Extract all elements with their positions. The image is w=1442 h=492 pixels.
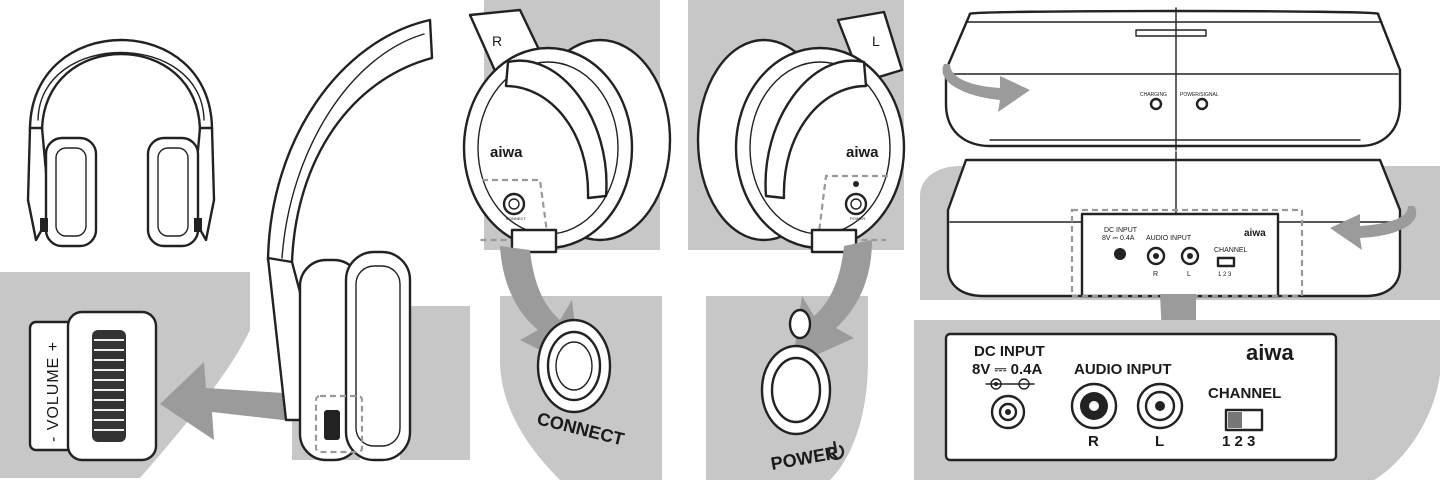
right-side-letter: R — [492, 33, 502, 49]
headphones-side-view — [266, 18, 470, 462]
rotate-arrow-icon — [942, 64, 1030, 112]
closeup-audio-input-label: AUDIO INPUT — [1074, 361, 1172, 378]
back-jack-l: L — [1187, 271, 1191, 278]
power-small-label: POWER — [850, 216, 865, 221]
volume-label: - VOLUME + — [45, 341, 62, 442]
power-symbol-icon — [827, 440, 845, 461]
left-side-letter: L — [872, 33, 880, 49]
closeup-brand-logo: aiwa — [1246, 340, 1294, 365]
brand-logo-power: aiwa — [846, 144, 879, 161]
connect-small-label: CONNECT — [506, 216, 526, 221]
back-jack-r: R — [1153, 271, 1158, 278]
power-panel: L aiwa POWER POWER — [688, 0, 906, 480]
volume-closeup-panel: - VOLUME + — [0, 272, 300, 478]
closeup-channel-numbers: 1 2 3 — [1222, 433, 1255, 450]
back-dc-input-label: DC INPUT — [1104, 227, 1138, 234]
base-back-view: DC INPUT 8V ⎓ 0.4A AUDIO INPUT R L CHANN… — [920, 151, 1440, 372]
base-front-view: CHARGING POWER/SIGNAL — [942, 7, 1402, 151]
power-signal-label: POWER/SIGNAL — [1180, 92, 1219, 98]
connect-panel: R aiwa CONNECT CONNECT — [462, 0, 672, 480]
headphones-front-view — [26, 39, 216, 248]
back-audio-input-label: AUDIO INPUT — [1146, 235, 1192, 242]
power-callout-arrow-icon — [792, 240, 872, 366]
brand-logo-connect: aiwa — [490, 144, 523, 161]
back-channel-numbers: 1 2 3 — [1218, 272, 1232, 278]
closeup-jack-l: L — [1155, 433, 1164, 450]
volume-callout-arrow-icon — [160, 362, 300, 440]
closeup-dc-rating: 8V ⎓ 0.4A — [972, 361, 1043, 378]
rotate-back-arrow-icon — [1330, 206, 1417, 250]
charging-label: CHARGING — [1140, 92, 1167, 98]
back-brand-logo: aiwa — [1244, 228, 1266, 239]
closeup-dc-input-label: DC INPUT — [974, 343, 1045, 360]
back-channel-label: CHANNEL — [1214, 247, 1248, 254]
closeup-jack-r: R — [1088, 433, 1099, 450]
polarity-icon — [985, 378, 1035, 390]
closeup-channel-label: CHANNEL — [1208, 385, 1281, 402]
back-closeup-panel: DC INPUT 8V ⎓ 0.4A AUDIO INPUT R L CHANN… — [914, 320, 1440, 480]
back-dc-rating: 8V ⎓ 0.4A — [1102, 235, 1135, 242]
